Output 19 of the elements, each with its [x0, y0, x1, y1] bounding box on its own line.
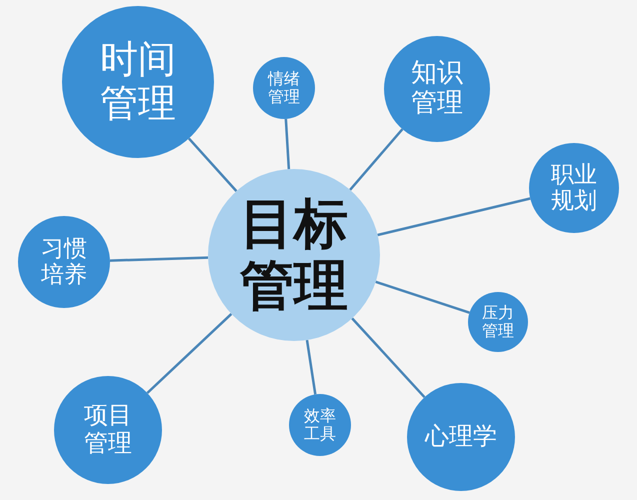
connector-line — [375, 280, 470, 314]
node-label: 习惯培养 — [41, 236, 87, 288]
node-label: 情绪管理 — [268, 70, 300, 106]
connector-line — [110, 256, 208, 262]
connector-line — [146, 313, 232, 394]
connector-line — [284, 118, 290, 170]
node-label: 知识管理 — [411, 59, 463, 119]
node-label: 效率工具 — [304, 406, 336, 444]
node-label: 时间管理 — [100, 38, 176, 126]
connector-line — [351, 318, 426, 398]
node-label: 心理学 — [424, 423, 498, 451]
connector-line — [377, 197, 531, 236]
node-label: 项目管理 — [84, 402, 132, 458]
connector-line — [188, 138, 238, 192]
node-label: 压力管理 — [482, 304, 514, 340]
connector-line — [306, 340, 317, 395]
node-label: 职业规划 — [551, 162, 597, 214]
node-label: 目标管理 — [240, 192, 348, 318]
connector-line — [349, 128, 404, 191]
